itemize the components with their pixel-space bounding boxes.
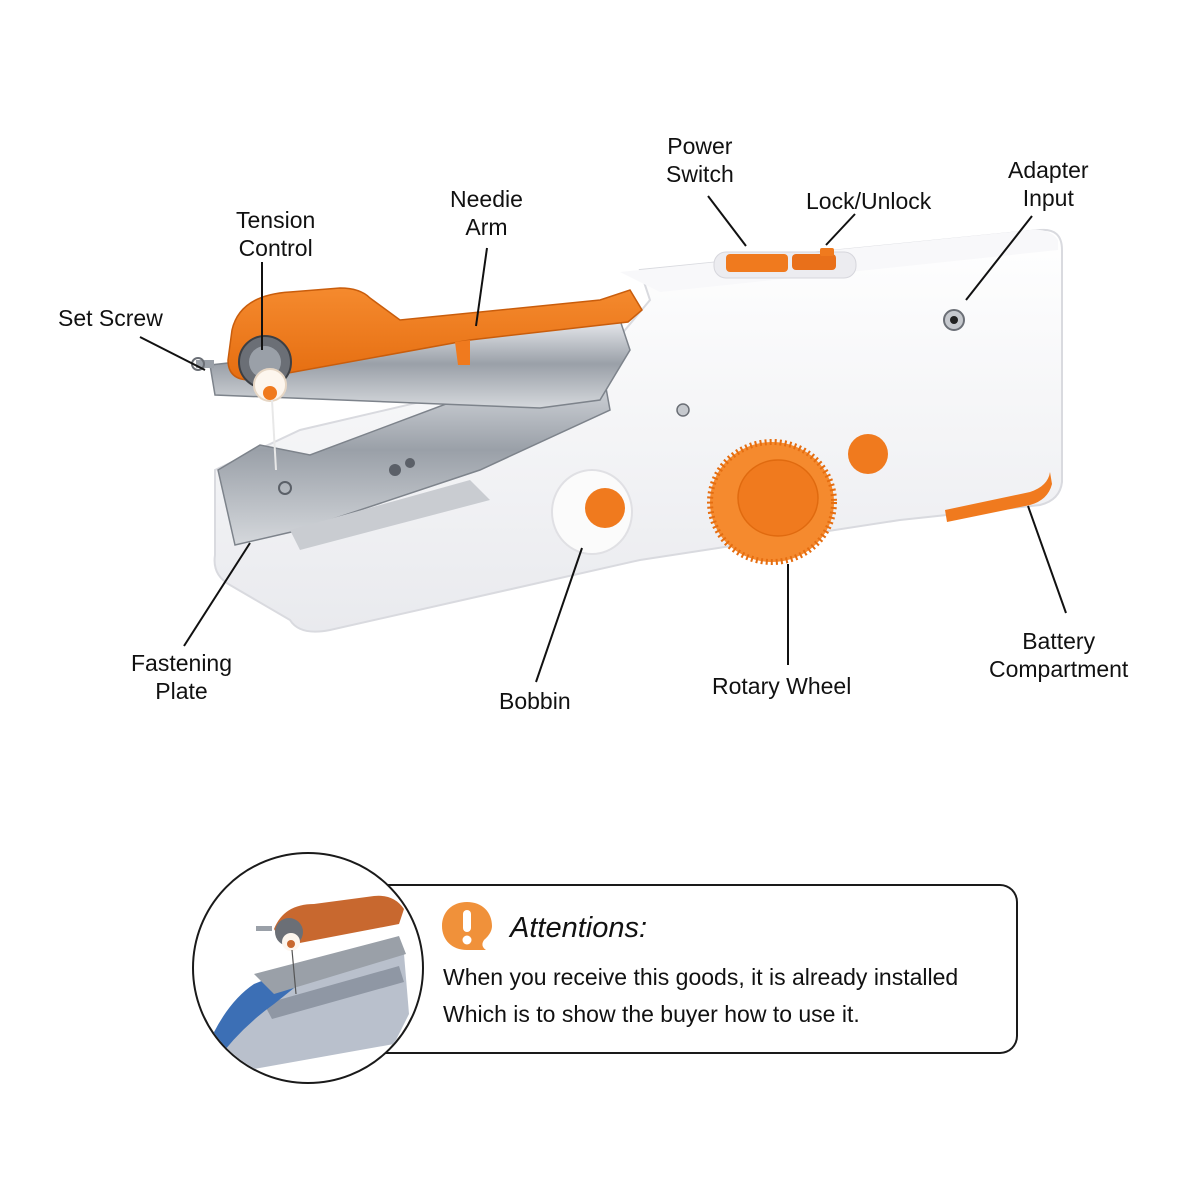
- label-fastening-plate: Fastening Plate: [131, 650, 233, 704]
- label-tension-control: Tension Control: [236, 207, 316, 261]
- leader-lines: [139, 195, 1067, 683]
- needle-arm: [227, 287, 643, 381]
- adapter-input-jack: [943, 309, 965, 331]
- body-screw: [676, 403, 690, 417]
- speed-button: [848, 434, 888, 474]
- inset-sewing-machine-illustration: [204, 895, 409, 1069]
- label-lock-unlock: Lock/Unlock: [806, 188, 932, 214]
- rotary-wheel: [707, 439, 837, 565]
- attention-line-1: When you receive this goods, it is alrea…: [443, 964, 959, 990]
- tension-control-wheel: [238, 335, 292, 471]
- attention-line-2: Which is to show the buyer how to use it…: [443, 1001, 860, 1027]
- bobbin: [551, 469, 633, 555]
- label-adapter-input: Adapter Input: [1008, 157, 1089, 211]
- sewing-machine-illustration: [139, 195, 1067, 683]
- label-needle-arm: Needie Arm: [450, 186, 523, 240]
- label-set-screw: Set Screw: [58, 305, 163, 331]
- attention-title: Attentions:: [510, 912, 648, 944]
- exclamation-speech-bubble-icon: [442, 902, 492, 950]
- label-power-switch: Power Switch: [666, 133, 734, 187]
- power-switch: [713, 248, 857, 279]
- label-rotary-wheel: Rotary Wheel: [712, 673, 852, 699]
- attention-inset-image: [192, 852, 424, 1084]
- label-bobbin: Bobbin: [499, 688, 571, 714]
- label-battery-compartment: Battery Compartment: [989, 628, 1129, 682]
